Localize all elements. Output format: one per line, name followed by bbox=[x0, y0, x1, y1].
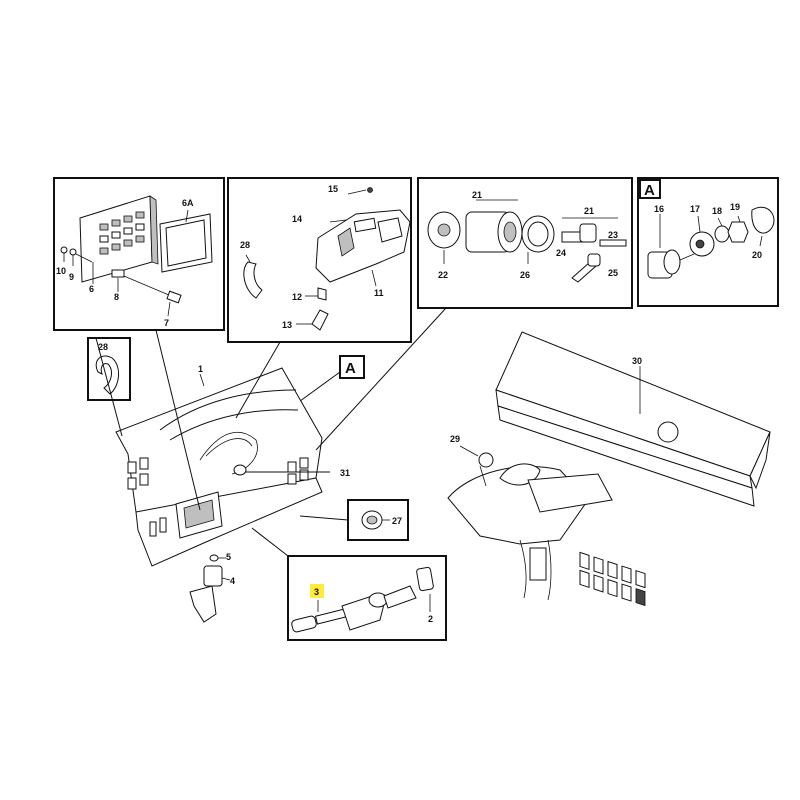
detail-box-a: A 16 17 18 19 20 bbox=[637, 177, 779, 307]
callout-1: 1 bbox=[198, 364, 203, 374]
callout-22: 22 bbox=[438, 270, 448, 280]
callout-3: 3 bbox=[314, 587, 319, 597]
detail-a-tag: A bbox=[644, 182, 655, 199]
callout-21b: 21 bbox=[584, 206, 594, 216]
detail-box-27: 27 bbox=[299, 499, 409, 541]
callout-17: 17 bbox=[690, 204, 700, 214]
callout-28b: 28 bbox=[98, 342, 108, 352]
detail-box-keypad: 6A 10 9 6 8 7 bbox=[53, 177, 225, 331]
callout-18: 18 bbox=[712, 206, 722, 216]
detail-a-marker-tag: A bbox=[345, 360, 356, 377]
dashboard-panel: 31 1 bbox=[95, 307, 447, 567]
part-3-highlight bbox=[310, 584, 324, 598]
callout-5: 5 bbox=[226, 552, 231, 562]
callout-16: 16 bbox=[654, 204, 664, 214]
callout-8: 8 bbox=[114, 292, 119, 302]
console-switch-grid bbox=[579, 551, 646, 607]
callout-2: 2 bbox=[428, 614, 433, 624]
panel-switch-slots bbox=[127, 457, 309, 537]
callout-26: 26 bbox=[520, 270, 530, 280]
callout-13: 13 bbox=[282, 320, 292, 330]
callout-6: 6 bbox=[89, 284, 94, 294]
machine-console: 30 29 bbox=[447, 331, 771, 607]
callout-11: 11 bbox=[374, 288, 384, 298]
detail-a-marker: A bbox=[295, 355, 365, 405]
callout-23: 23 bbox=[608, 230, 618, 240]
callout-12: 12 bbox=[292, 292, 302, 302]
keypad-buttons bbox=[99, 211, 145, 255]
callout-31: 31 bbox=[340, 468, 350, 478]
callout-4: 4 bbox=[230, 576, 235, 586]
callout-29: 29 bbox=[450, 434, 460, 444]
callout-30: 30 bbox=[632, 356, 642, 366]
callout-27: 27 bbox=[392, 516, 402, 526]
detail-box-ignition: 21 21 23 24 25 22 26 bbox=[417, 177, 633, 309]
detail-box-stalk: 3 2 bbox=[251, 527, 447, 641]
callout-6a: 6A bbox=[182, 198, 194, 208]
callout-15: 15 bbox=[328, 184, 338, 194]
detail-box-cluster: 15 14 28 11 12 13 bbox=[227, 177, 412, 343]
callout-10: 10 bbox=[56, 266, 66, 276]
parts-4-5: 5 4 bbox=[189, 552, 235, 623]
callout-19: 19 bbox=[730, 202, 740, 212]
callout-25: 25 bbox=[608, 268, 618, 278]
detail-box-cable-tie: 28 bbox=[87, 337, 131, 401]
callout-21a: 21 bbox=[472, 190, 482, 200]
callout-14: 14 bbox=[292, 214, 302, 224]
callout-9: 9 bbox=[69, 272, 74, 282]
callout-20: 20 bbox=[752, 250, 762, 260]
callout-28a: 28 bbox=[240, 240, 250, 250]
callout-24: 24 bbox=[556, 248, 566, 258]
callout-7: 7 bbox=[164, 318, 169, 328]
